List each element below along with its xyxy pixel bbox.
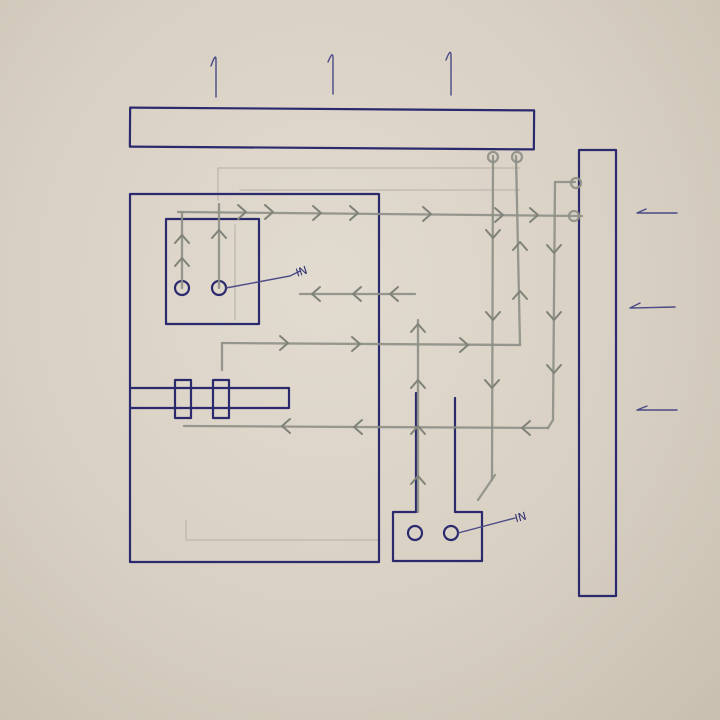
flow-diag-exit xyxy=(476,473,497,502)
inlet-label-bottom: IN xyxy=(513,510,527,526)
exhaust-arrows xyxy=(210,51,452,98)
flow-node-1 xyxy=(486,150,500,164)
flow-bottom-run xyxy=(182,424,550,430)
clamp-right xyxy=(211,378,231,420)
bottom-port-left xyxy=(406,524,424,542)
bottom-port-right xyxy=(442,524,460,542)
clamp-left xyxy=(173,378,193,420)
chevron-d xyxy=(546,311,562,321)
right-bar xyxy=(577,148,618,598)
chevron-d xyxy=(546,244,562,254)
chevron-r xyxy=(494,207,504,223)
chevron-d xyxy=(485,311,501,321)
chevron-d xyxy=(485,229,501,239)
chevron-u xyxy=(512,241,528,251)
exhaust-arrow-2 xyxy=(327,54,334,95)
chevron-u xyxy=(410,475,426,485)
chevron-u xyxy=(410,379,426,389)
chevron-l xyxy=(311,286,321,302)
chevron-r xyxy=(279,335,289,351)
inflow-arrow-2 xyxy=(629,302,676,309)
flow-node-3 xyxy=(569,176,583,190)
chevron-d xyxy=(484,379,500,389)
inflow-arrow-1 xyxy=(636,208,678,214)
chevron-r xyxy=(349,205,359,221)
chevron-u xyxy=(512,290,528,300)
chevron-r xyxy=(422,206,432,222)
chevron-u xyxy=(174,257,190,267)
chevron-u xyxy=(410,425,426,435)
inflow-arrows xyxy=(629,208,678,411)
inflow-arrow-3 xyxy=(636,405,678,411)
inner-box xyxy=(164,217,261,326)
exhaust-arrow-3 xyxy=(445,51,452,96)
chevron-l xyxy=(281,418,291,434)
chevron-r xyxy=(459,337,469,353)
pencil-guide-lines xyxy=(185,167,521,541)
flow-col-c xyxy=(546,180,557,430)
shelf xyxy=(128,386,291,410)
chevron-l xyxy=(389,286,399,302)
flow-col-b xyxy=(514,154,522,347)
flow-node-4 xyxy=(567,209,581,223)
chevron-u xyxy=(174,234,190,244)
inlet-label-top: IN xyxy=(294,264,309,280)
chevron-r xyxy=(312,205,322,221)
chevron-l xyxy=(521,420,531,436)
chevron-r xyxy=(351,336,361,352)
chevron-r xyxy=(237,204,247,220)
main-enclosure xyxy=(128,192,381,564)
chevron-u xyxy=(410,323,426,333)
chevron-d xyxy=(546,364,562,374)
chevron-u xyxy=(211,229,227,239)
chevron-r xyxy=(529,207,539,223)
exhaust-arrow-1 xyxy=(210,56,217,98)
chevron-l xyxy=(353,419,363,435)
inlet-leader-bottom xyxy=(457,517,516,534)
chevron-l xyxy=(352,286,362,302)
flow-chevrons xyxy=(174,204,562,485)
flow-node-2 xyxy=(510,150,524,164)
bottom-connector xyxy=(391,391,484,563)
top-bar xyxy=(128,106,536,151)
flow-mid-run-b xyxy=(220,341,522,347)
inlet-leader-top xyxy=(225,270,301,289)
chevron-r xyxy=(264,204,274,220)
